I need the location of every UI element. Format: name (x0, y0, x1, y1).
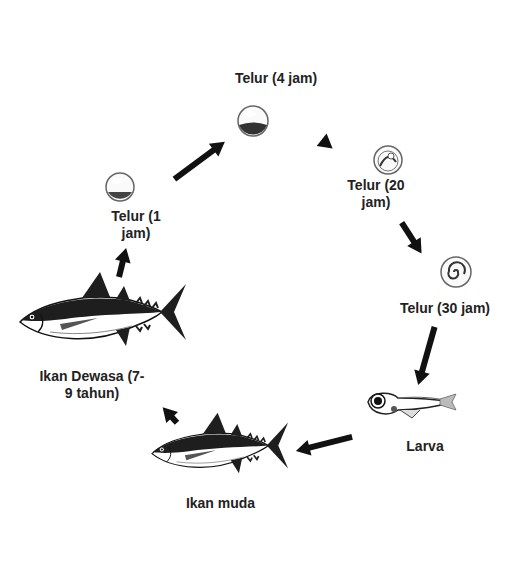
stage-node: Telur (30 jam) (385, 256, 505, 324)
stage-label: Telur (30 jam) (385, 300, 505, 317)
stage-node: Telur (4 jam) (220, 68, 332, 140)
egg-20h (374, 146, 402, 174)
arrow-head (414, 369, 429, 385)
larva-illustration (368, 393, 456, 418)
stage-label: Ikan muda (148, 495, 293, 512)
stage-node: Ikan muda (148, 425, 293, 515)
cycle-arrow (174, 142, 224, 179)
arrow-shaft (323, 138, 324, 145)
stage-node: Telur (1 jam) (100, 170, 172, 245)
arrow-shaft (119, 260, 123, 278)
cycle-arrow (414, 327, 434, 385)
egg-30h (441, 257, 471, 287)
arrow-shaft (421, 327, 434, 374)
cycle-arrow (163, 407, 178, 423)
adult-tuna (20, 272, 186, 346)
arrow-head (209, 142, 225, 157)
arrow-shaft (174, 149, 215, 179)
stage-node: Larva (355, 388, 460, 458)
stage-label: Telur (4 jam) (220, 70, 332, 87)
stage-node: Telur (20 jam) (335, 145, 417, 220)
cycle-arrow (402, 223, 422, 254)
young-tuna (152, 413, 288, 474)
arrow-shaft (402, 223, 415, 244)
cycle-arrow (296, 437, 352, 455)
arrow-head (115, 248, 131, 263)
arrow-head (163, 407, 178, 423)
arrow-head (296, 440, 312, 456)
arrow-head (407, 237, 421, 253)
arrow-shaft (171, 416, 177, 423)
stage-label: Telur (20 jam) (335, 177, 417, 211)
cycle-arrow (115, 248, 131, 277)
egg-1h (106, 173, 134, 201)
stage-label: Ikan Dewasa (7-9 tahun) (38, 368, 146, 402)
arrow-shaft (308, 437, 353, 448)
arrow-head (317, 134, 333, 149)
stage-label: Larva (395, 438, 455, 455)
egg-4h (238, 106, 268, 136)
cycle-arrow (317, 134, 333, 149)
stage-label: Telur (1 jam) (100, 208, 172, 242)
stage-node: Ikan Dewasa (7-9 tahun) (18, 280, 188, 405)
